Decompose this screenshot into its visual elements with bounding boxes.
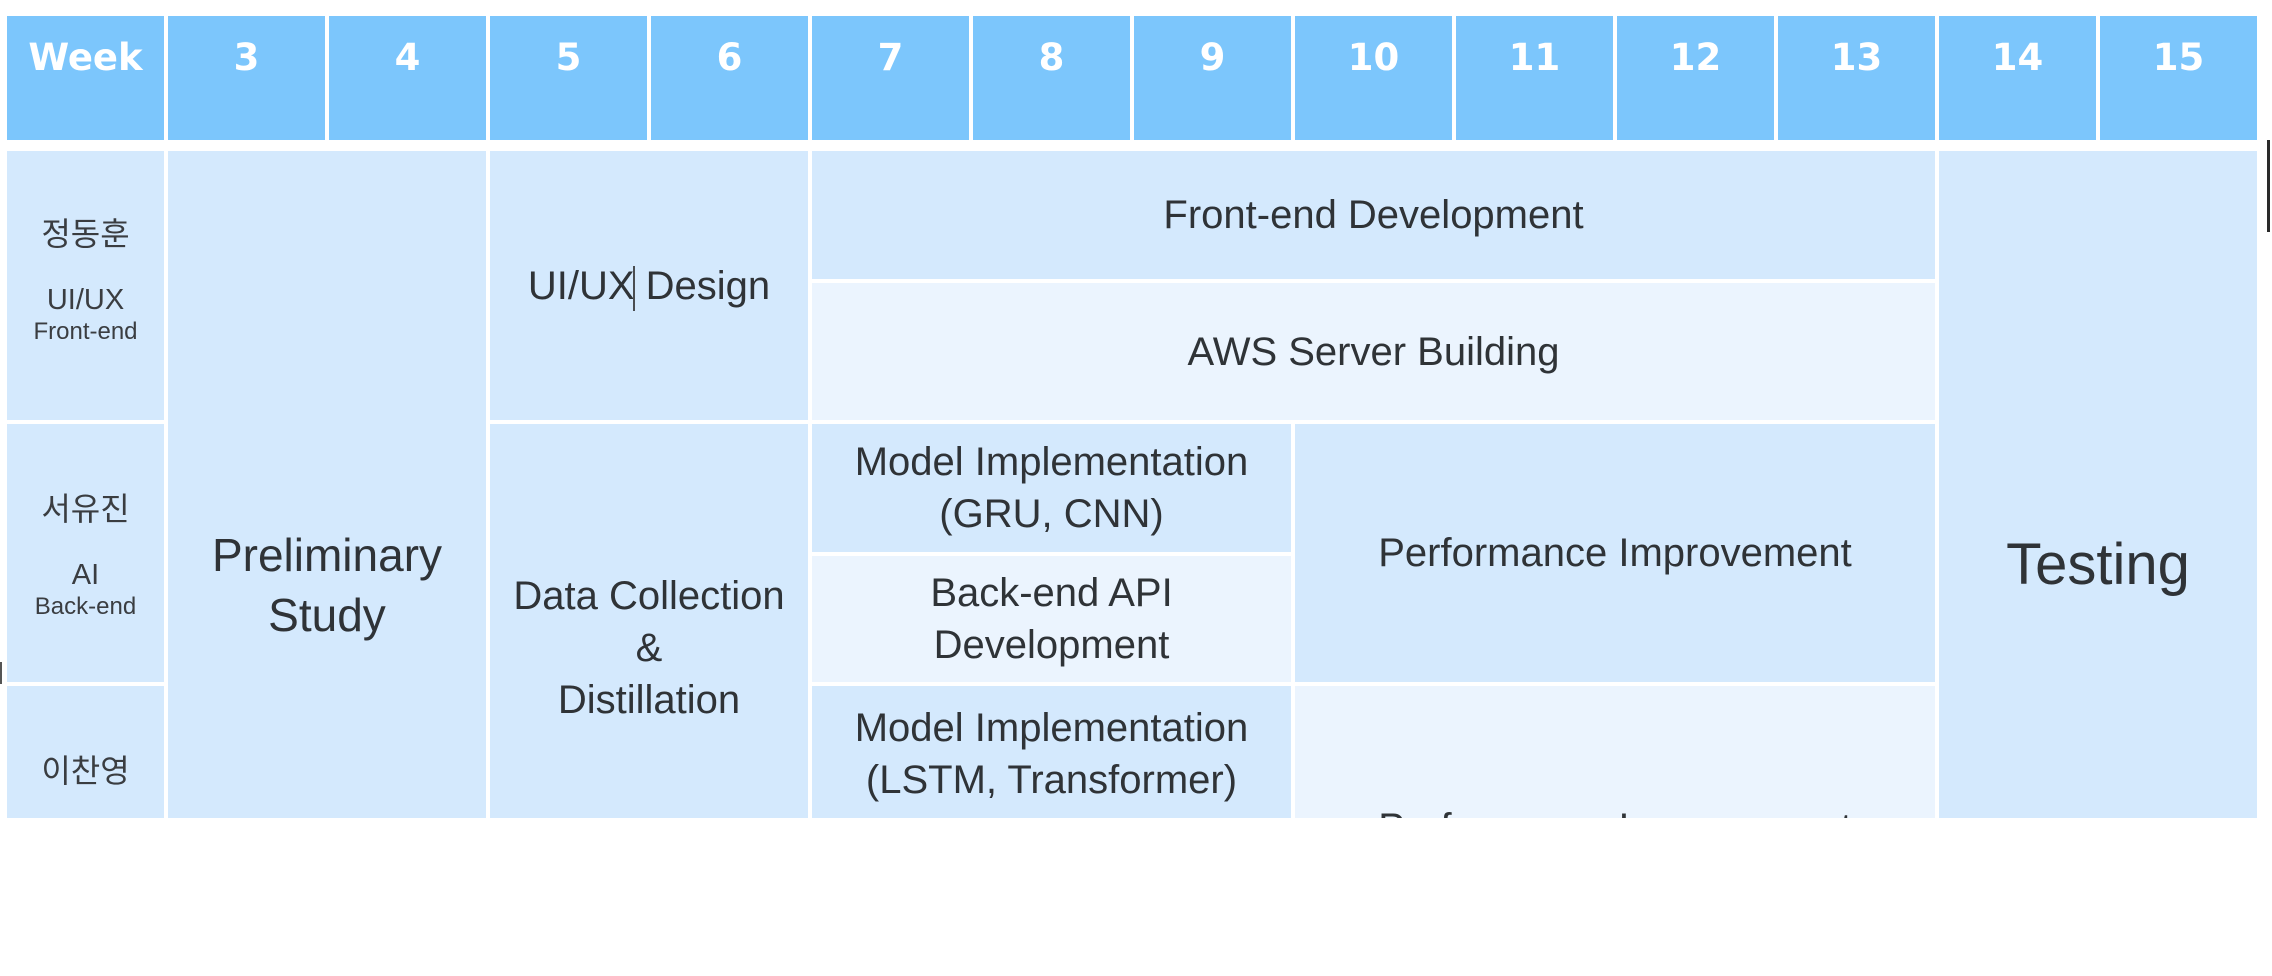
task-data-collection: Data Collection & Distillation (490, 424, 808, 818)
scrollbar-thumb[interactable] (2267, 140, 2270, 232)
header-week-9: 9 (1134, 16, 1291, 140)
task-label-line: Data Collection (513, 574, 785, 618)
header-week-11: 11 (1456, 16, 1613, 140)
task-frontend-development: Front-end Development (812, 151, 1935, 279)
member-row-2: 서유진 AI Back-end (7, 424, 164, 682)
header-week-4: 4 (329, 16, 486, 140)
task-label-line: Study (268, 589, 386, 641)
task-label-line: & (635, 626, 663, 670)
header-week-10: 10 (1295, 16, 1452, 140)
header-week-12: 12 (1617, 16, 1774, 140)
task-aws-server-building: AWS Server Building (812, 283, 1935, 420)
task-label-line: Development (933, 623, 1170, 667)
member-name: 이찬영 (41, 752, 130, 790)
member-role: UI/UX (46, 284, 125, 316)
header-week-6: 6 (651, 16, 808, 140)
task-model-implementation-gru-cnn: Model Implementation (GRU, CNN) (812, 424, 1291, 552)
schedule-table: Week 3 4 5 6 7 8 9 10 11 12 13 14 15 정동훈… (7, 16, 2257, 818)
member-name: 정동훈 (41, 215, 130, 253)
task-label-line: Model Implementation (854, 440, 1249, 484)
task-label-line: (LSTM, Transformer) (865, 758, 1238, 802)
header-week-label: Week (7, 16, 164, 140)
header-week-3: 3 (168, 16, 325, 140)
task-label-line: (GRU, CNN) (939, 492, 1164, 536)
task-label-line: Distillation (557, 678, 741, 722)
member-row-3: 이찬영 (7, 686, 164, 818)
task-label-line: Model Implementation (854, 706, 1249, 750)
task-preliminary-study: Preliminary Study (168, 151, 486, 818)
header-week-5: 5 (490, 16, 647, 140)
text-caret (633, 266, 635, 311)
task-label-line: Preliminary (211, 529, 443, 581)
member-row-1: 정동훈 UI/UX Front-end (7, 151, 164, 420)
edge-marker (0, 662, 2, 684)
header-week-13: 13 (1778, 16, 1935, 140)
member-role-sub: Back-end (34, 593, 137, 620)
task-model-implementation-lstm-transformer: Model Implementation (LSTM, Transformer) (812, 686, 1291, 818)
task-uiux-design: UI/UX Design (490, 151, 808, 420)
task-backend-api-development: Back-end API Development (812, 556, 1291, 682)
task-performance-improvement-1: Performance Improvement (1295, 424, 1935, 682)
task-testing: Testing (1939, 151, 2257, 818)
header-week-15: 15 (2100, 16, 2257, 140)
header-week-8: 8 (973, 16, 1130, 140)
task-label-line: Back-end API (930, 571, 1173, 615)
header-week-14: 14 (1939, 16, 2096, 140)
member-name: 서유진 (41, 490, 130, 528)
member-role: AI (71, 559, 100, 591)
header-week-7: 7 (812, 16, 969, 140)
member-role-sub: Front-end (33, 318, 138, 345)
task-performance-improvement-2: Performance Improvement (1295, 686, 1935, 818)
